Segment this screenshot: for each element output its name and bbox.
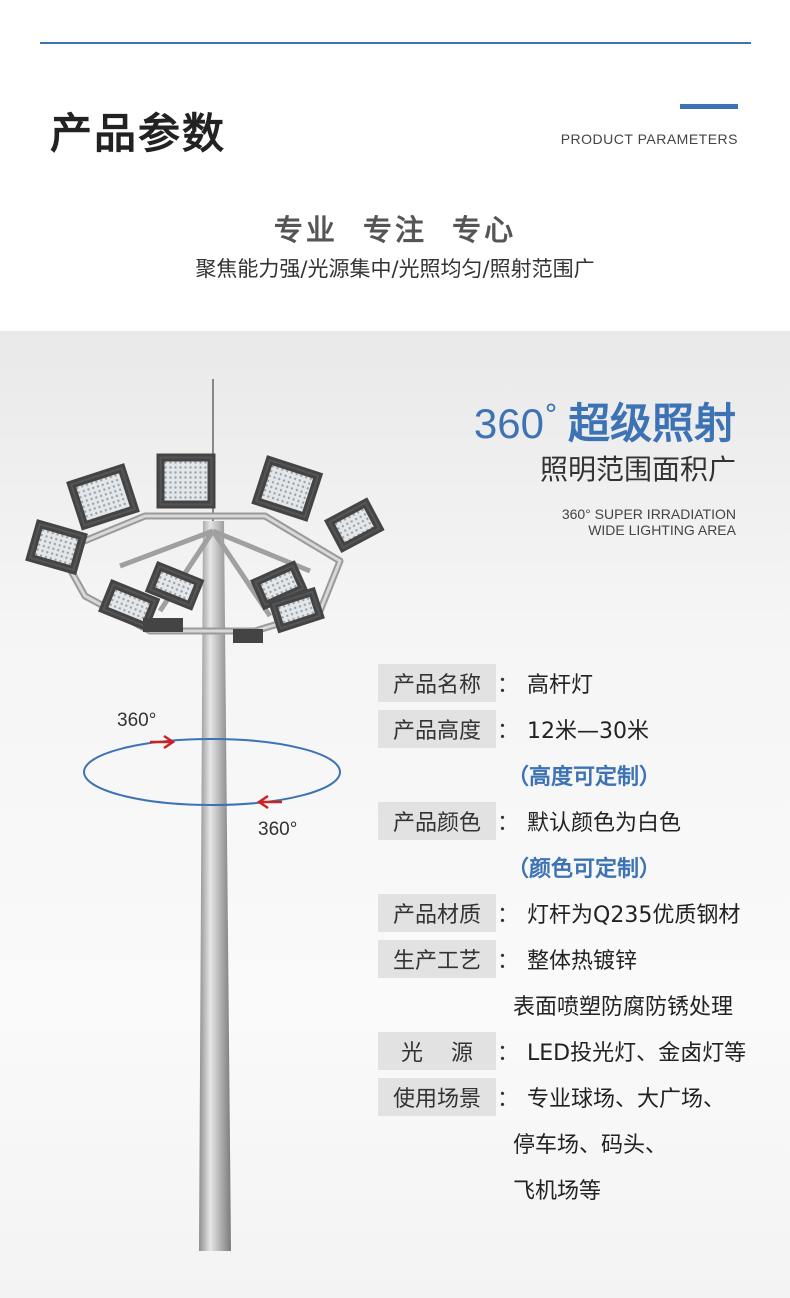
rotation-label-top: 360° bbox=[117, 710, 157, 731]
spec-row-usage-cont: 停车场、码头、 bbox=[378, 1120, 746, 1166]
rotation-arrow-top bbox=[150, 734, 176, 750]
spec-row-material: 产品材质： 灯杆为Q235优质钢材 bbox=[378, 890, 746, 936]
spec-colon: ： bbox=[497, 903, 520, 928]
spec-value: 专业球场、大广场、 bbox=[527, 1087, 726, 1112]
rotation-ellipse bbox=[83, 738, 341, 806]
spec-row-name: 产品名称： 高杆灯 bbox=[378, 660, 746, 706]
spec-colon: ： bbox=[497, 1041, 520, 1066]
title-accent-bar bbox=[680, 104, 738, 109]
page-title: 产品参数 bbox=[50, 109, 227, 158]
hero-en-text: 360° SUPER IRRADIATION WIDE LIGHTING ARE… bbox=[562, 506, 736, 538]
hero-en-line2: WIDE LIGHTING AREA bbox=[588, 522, 736, 538]
spec-value: 表面喷塑防腐防锈处理 bbox=[513, 995, 734, 1020]
spec-row-height-note: （高度可定制） bbox=[378, 752, 746, 798]
hero-title: 360° 超级照射 bbox=[474, 390, 736, 451]
top-divider bbox=[40, 42, 751, 44]
spec-row-usage-cont: 飞机场等 bbox=[378, 1166, 746, 1212]
hero-degree: ° bbox=[543, 398, 558, 431]
spec-row-light: 光 源： LED投光灯、金卤灯等 bbox=[378, 1028, 746, 1074]
rotation-arrow-bottom bbox=[256, 794, 282, 810]
spec-list: 产品名称： 高杆灯 产品高度： 12米—30米 （高度可定制） 产品颜色： 默认… bbox=[378, 660, 746, 1212]
spec-colon: ： bbox=[497, 673, 520, 698]
spec-row-color-note: （颜色可定制） bbox=[378, 844, 746, 890]
spec-row-height: 产品高度： 12米—30米 bbox=[378, 706, 746, 752]
hero-title-text: 超级照射 bbox=[567, 399, 736, 448]
sub-slogan: 聚焦能力强/光源集中/光照均匀/照射范围广 bbox=[195, 257, 595, 281]
spec-colon: ： bbox=[497, 1087, 520, 1112]
spec-value: 停车场、码头、 bbox=[513, 1133, 668, 1158]
spec-label: 产品颜色 bbox=[378, 802, 496, 840]
spec-label: 使用场景 bbox=[378, 1078, 496, 1116]
hero-en-line1: 360° SUPER IRRADIATION bbox=[561, 506, 736, 522]
rotation-label-bottom: 360° bbox=[258, 819, 298, 840]
spec-value: 高杆灯 bbox=[527, 673, 594, 698]
high-mast-light-illustration bbox=[25, 379, 385, 1251]
spec-colon: ： bbox=[497, 719, 520, 744]
spec-row-usage: 使用场景： 专业球场、大广场、 bbox=[378, 1074, 746, 1120]
hero-subtitle: 照明范围面积广 bbox=[539, 453, 736, 486]
spec-label: 光 源 bbox=[378, 1032, 496, 1070]
spec-value: 整体热镀锌 bbox=[527, 949, 638, 974]
spec-row-process: 生产工艺： 整体热镀锌 bbox=[378, 936, 746, 982]
spec-label: 生产工艺 bbox=[378, 940, 496, 978]
spec-value: LED投光灯、金卤灯等 bbox=[527, 1041, 747, 1066]
spec-label: 产品材质 bbox=[378, 894, 496, 932]
spec-row-process-cont: 表面喷塑防腐防锈处理 bbox=[378, 982, 746, 1028]
spec-row-color: 产品颜色： 默认颜色为白色 bbox=[378, 798, 746, 844]
spec-value: 飞机场等 bbox=[513, 1179, 602, 1204]
hero-number: 360 bbox=[473, 400, 544, 447]
spec-note: （颜色可定制） bbox=[507, 857, 662, 882]
spec-colon: ： bbox=[497, 949, 520, 974]
spec-value: 12米—30米 bbox=[527, 719, 650, 744]
spec-label: 产品名称 bbox=[378, 664, 496, 702]
spec-colon: ： bbox=[497, 811, 520, 836]
spec-note: （高度可定制） bbox=[507, 765, 662, 790]
spec-label: 产品高度 bbox=[378, 710, 496, 748]
slogan: 专业 专注 专心 bbox=[273, 213, 517, 247]
spec-value: 默认颜色为白色 bbox=[527, 811, 682, 836]
spec-value: 灯杆为Q235优质钢材 bbox=[527, 903, 741, 928]
floodlight-lamps bbox=[25, 453, 385, 634]
page-title-en: PRODUCT PARAMETERS bbox=[560, 131, 738, 147]
